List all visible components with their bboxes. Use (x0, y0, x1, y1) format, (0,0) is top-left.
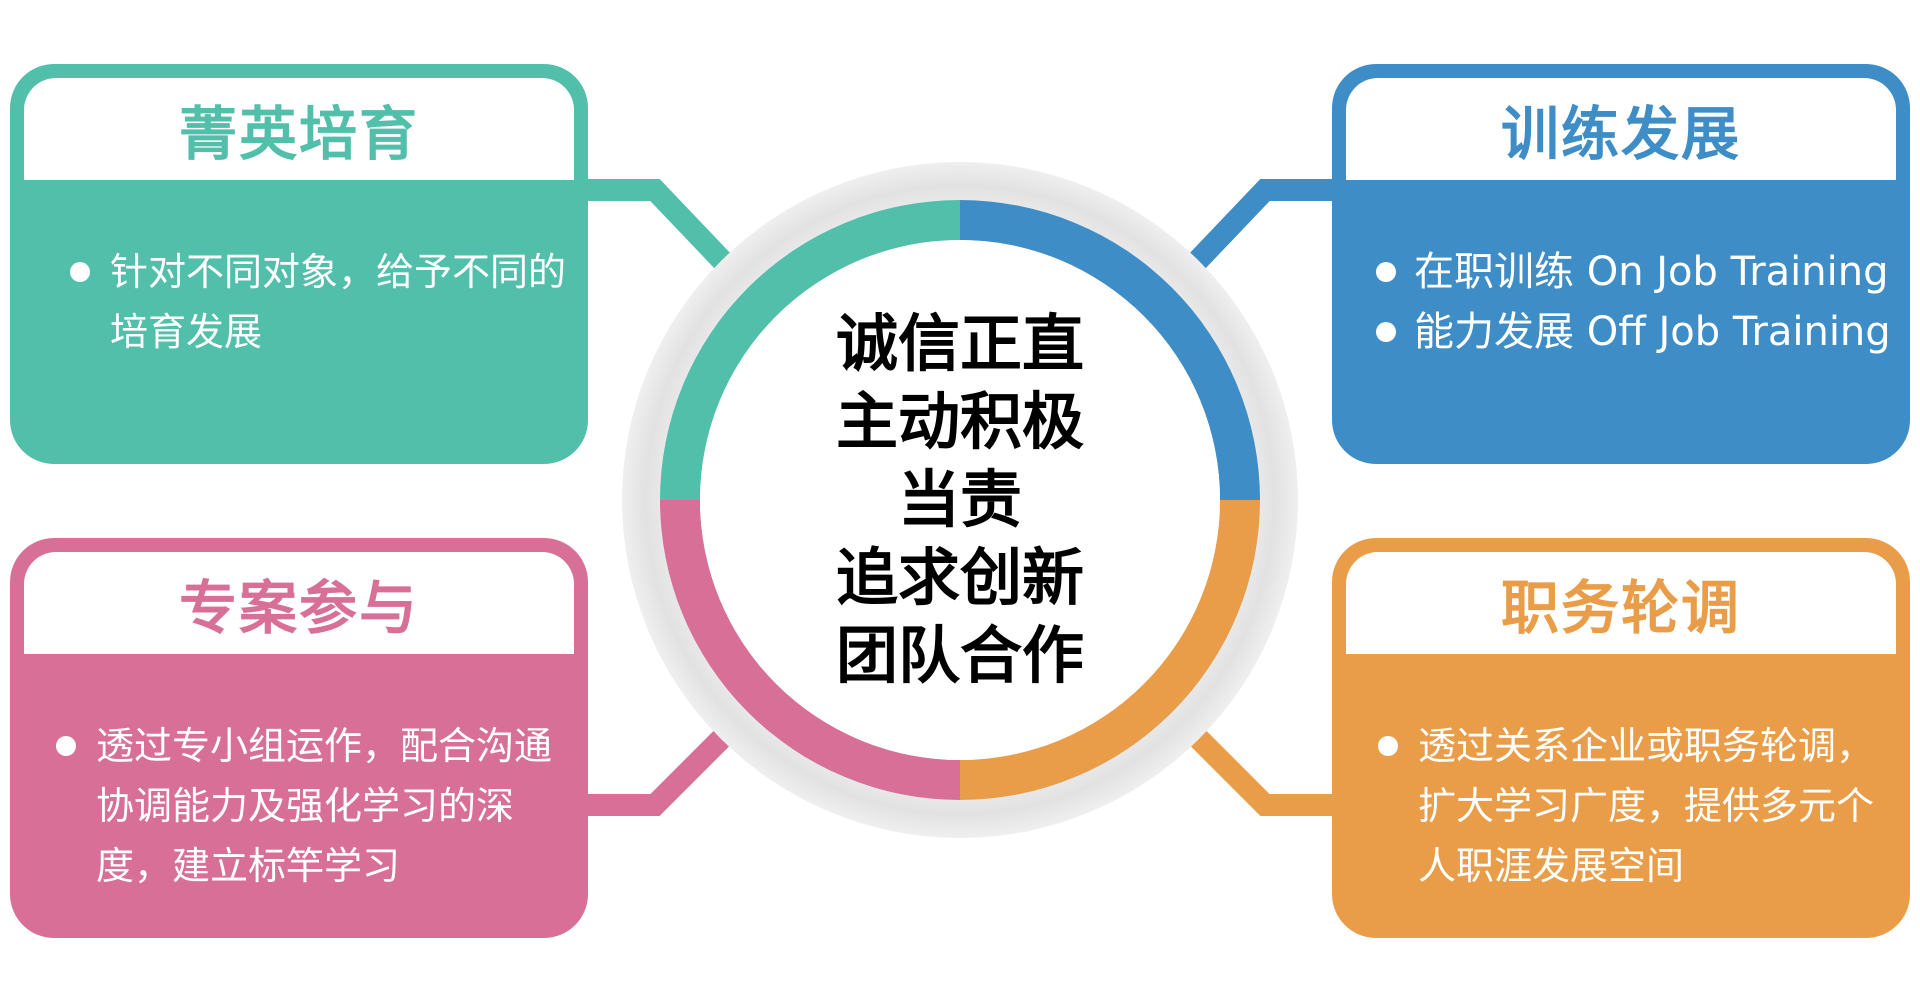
card-bullet-list: 透过关系企业或职务轮调，扩大学习广度，提供多元个人职涯发展空间 (1376, 716, 1896, 896)
ring-segment-pink (660, 500, 960, 800)
connector-top-left (585, 179, 763, 303)
card-bullet-list: 针对不同对象，给予不同的培育发展 (68, 242, 568, 362)
card-title-area: 职务轮调 (1346, 552, 1896, 654)
card-training-development: 训练发展 在职训练 On Job Training 能力发展 Off Job T… (1332, 64, 1910, 464)
card-bullet-list: 在职训练 On Job Training 能力发展 Off Job Traini… (1374, 242, 1904, 362)
core-value: 当责 (897, 463, 1022, 536)
core-values: 诚信正直 主动积极 当责 追求创新 团队合作 (790, 307, 1130, 692)
card-title-area: 训练发展 (1346, 78, 1896, 180)
ring-segment-blue (960, 200, 1260, 500)
bullet-item: 能力发展 Off Job Training (1374, 302, 1904, 362)
card-title: 专案参与 (178, 574, 419, 642)
core-value: 团队合作 (835, 619, 1084, 692)
core-value: 追求创新 (835, 541, 1084, 614)
card-title: 职务轮调 (1500, 574, 1741, 642)
card-title: 训练发展 (1500, 100, 1741, 168)
card-project-participation: 专案参与 透过专小组运作，配合沟通协调能力及强化学习的深度，建立标竿学习 (10, 538, 588, 938)
card-elite-cultivation: 菁英培育 针对不同对象，给予不同的培育发展 (10, 64, 588, 464)
connector-top-right (1157, 179, 1335, 303)
bullet-item: 针对不同对象，给予不同的培育发展 (68, 242, 568, 362)
bullet-item: 在职训练 On Job Training (1374, 242, 1904, 302)
inner-white-disc (700, 240, 1220, 760)
center-ring (622, 162, 1298, 838)
card-title-area: 菁英培育 (24, 78, 574, 180)
core-value: 诚信正直 (835, 307, 1084, 380)
card-title: 菁英培育 (178, 100, 419, 168)
bullet-item: 透过专小组运作，配合沟通协调能力及强化学习的深度，建立标竿学习 (54, 716, 574, 896)
card-title-area: 专案参与 (24, 552, 574, 654)
core-value: 主动积极 (835, 385, 1084, 458)
card-bullet-list: 透过专小组运作，配合沟通协调能力及强化学习的深度，建立标竿学习 (54, 716, 574, 896)
bullet-item: 透过关系企业或职务轮调，扩大学习广度，提供多元个人职涯发展空间 (1376, 716, 1896, 896)
ring-segment-orange (960, 500, 1260, 800)
card-job-rotation: 职务轮调 透过关系企业或职务轮调，扩大学习广度，提供多元个人职涯发展空间 (1332, 538, 1910, 938)
ring-segment-teal (660, 200, 960, 500)
